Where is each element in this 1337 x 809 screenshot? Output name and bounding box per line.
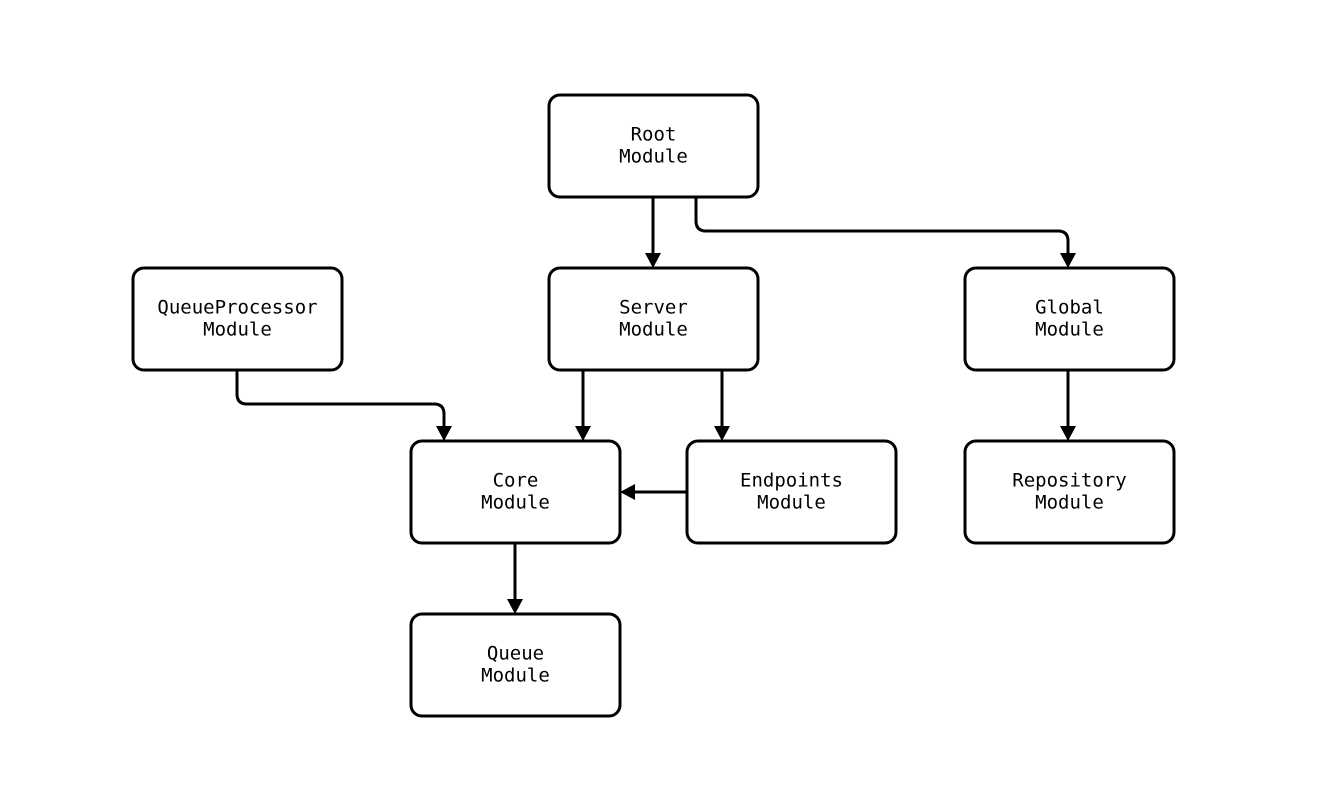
node-label-line1: Core [493,470,539,492]
edge-server-to-endpoints [714,370,730,441]
node-box[interactable] [547,93,760,199]
edge-core-to-queue [507,543,523,614]
arrow-head-icon [436,426,452,441]
arrow-head-icon [645,253,661,268]
node-box[interactable] [685,439,898,545]
node-label-line1: Global [1035,297,1104,319]
node-label-line1: Root [631,124,677,146]
node-label-line2: Module [757,492,826,514]
node-label-line2: Module [619,319,688,341]
node-box[interactable] [131,266,344,372]
edge-root-to-global [694,197,1076,268]
edge-endpoints-to-core [620,484,687,500]
node-label-line1: Repository [1012,470,1126,492]
nodes-layer: RootModuleQueueProcessorModuleServerModu… [131,93,1176,718]
node-label-line2: Module [619,146,688,168]
arrow-head-icon [1060,426,1076,441]
node-box[interactable] [963,439,1176,545]
arrow-head-icon [620,484,635,500]
node-label-line2: Module [203,319,272,341]
node-label-line1: Endpoints [740,470,843,492]
node-label-line2: Module [1035,319,1104,341]
node-box[interactable] [409,612,622,718]
edge-global-to-repository [1060,370,1076,441]
node-label-line1: Queue [487,643,544,665]
node-label-line2: Module [481,665,550,687]
edge-server-to-core [575,370,591,441]
node-box[interactable] [963,266,1176,372]
edge-root-to-server [645,197,661,268]
arrow-head-icon [575,426,591,441]
edge-line [694,197,1070,253]
arrow-head-icon [1060,253,1076,268]
edge-line [235,370,446,426]
node-box[interactable] [547,266,760,372]
edge-queueprocessor-to-core [235,370,452,441]
node-label-line1: QueueProcessor [157,297,317,319]
node-label-line2: Module [1035,492,1104,514]
node-label-line1: Server [619,297,688,319]
node-label-line2: Module [481,492,550,514]
arrow-head-icon [714,426,730,441]
arrow-head-icon [507,599,523,614]
node-box[interactable] [409,439,622,545]
edges-layer [235,197,1076,614]
